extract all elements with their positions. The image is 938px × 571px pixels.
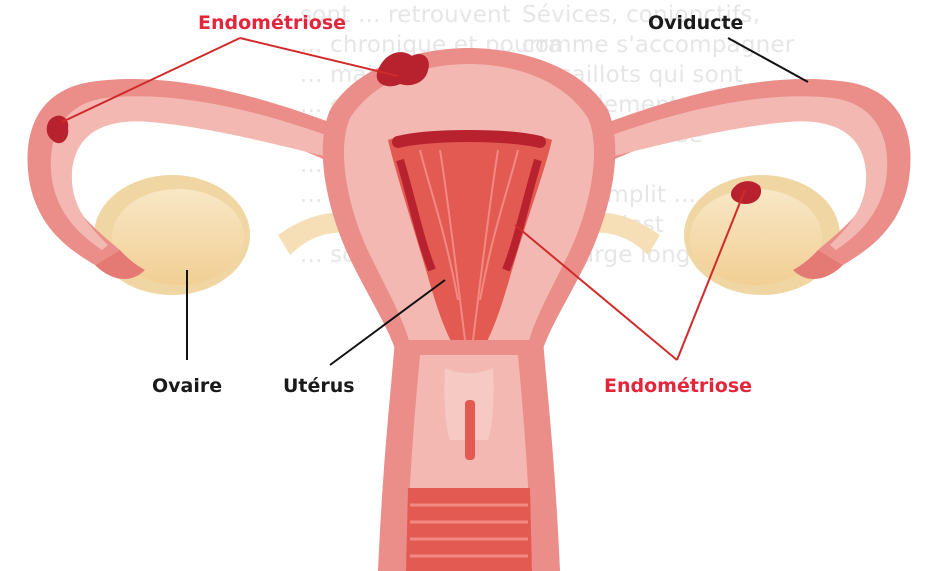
label-endometriose-bottom: Endométriose (604, 375, 752, 397)
pointer-oviducte (728, 38, 808, 82)
label-ovaire: Ovaire (152, 375, 222, 397)
label-endometriose-top: Endométriose (198, 12, 346, 34)
label-uterus: Utérus (283, 375, 355, 397)
uterus-body (323, 48, 616, 372)
label-oviducte: Oviducte (648, 12, 743, 34)
cervix-vagina (378, 340, 560, 571)
